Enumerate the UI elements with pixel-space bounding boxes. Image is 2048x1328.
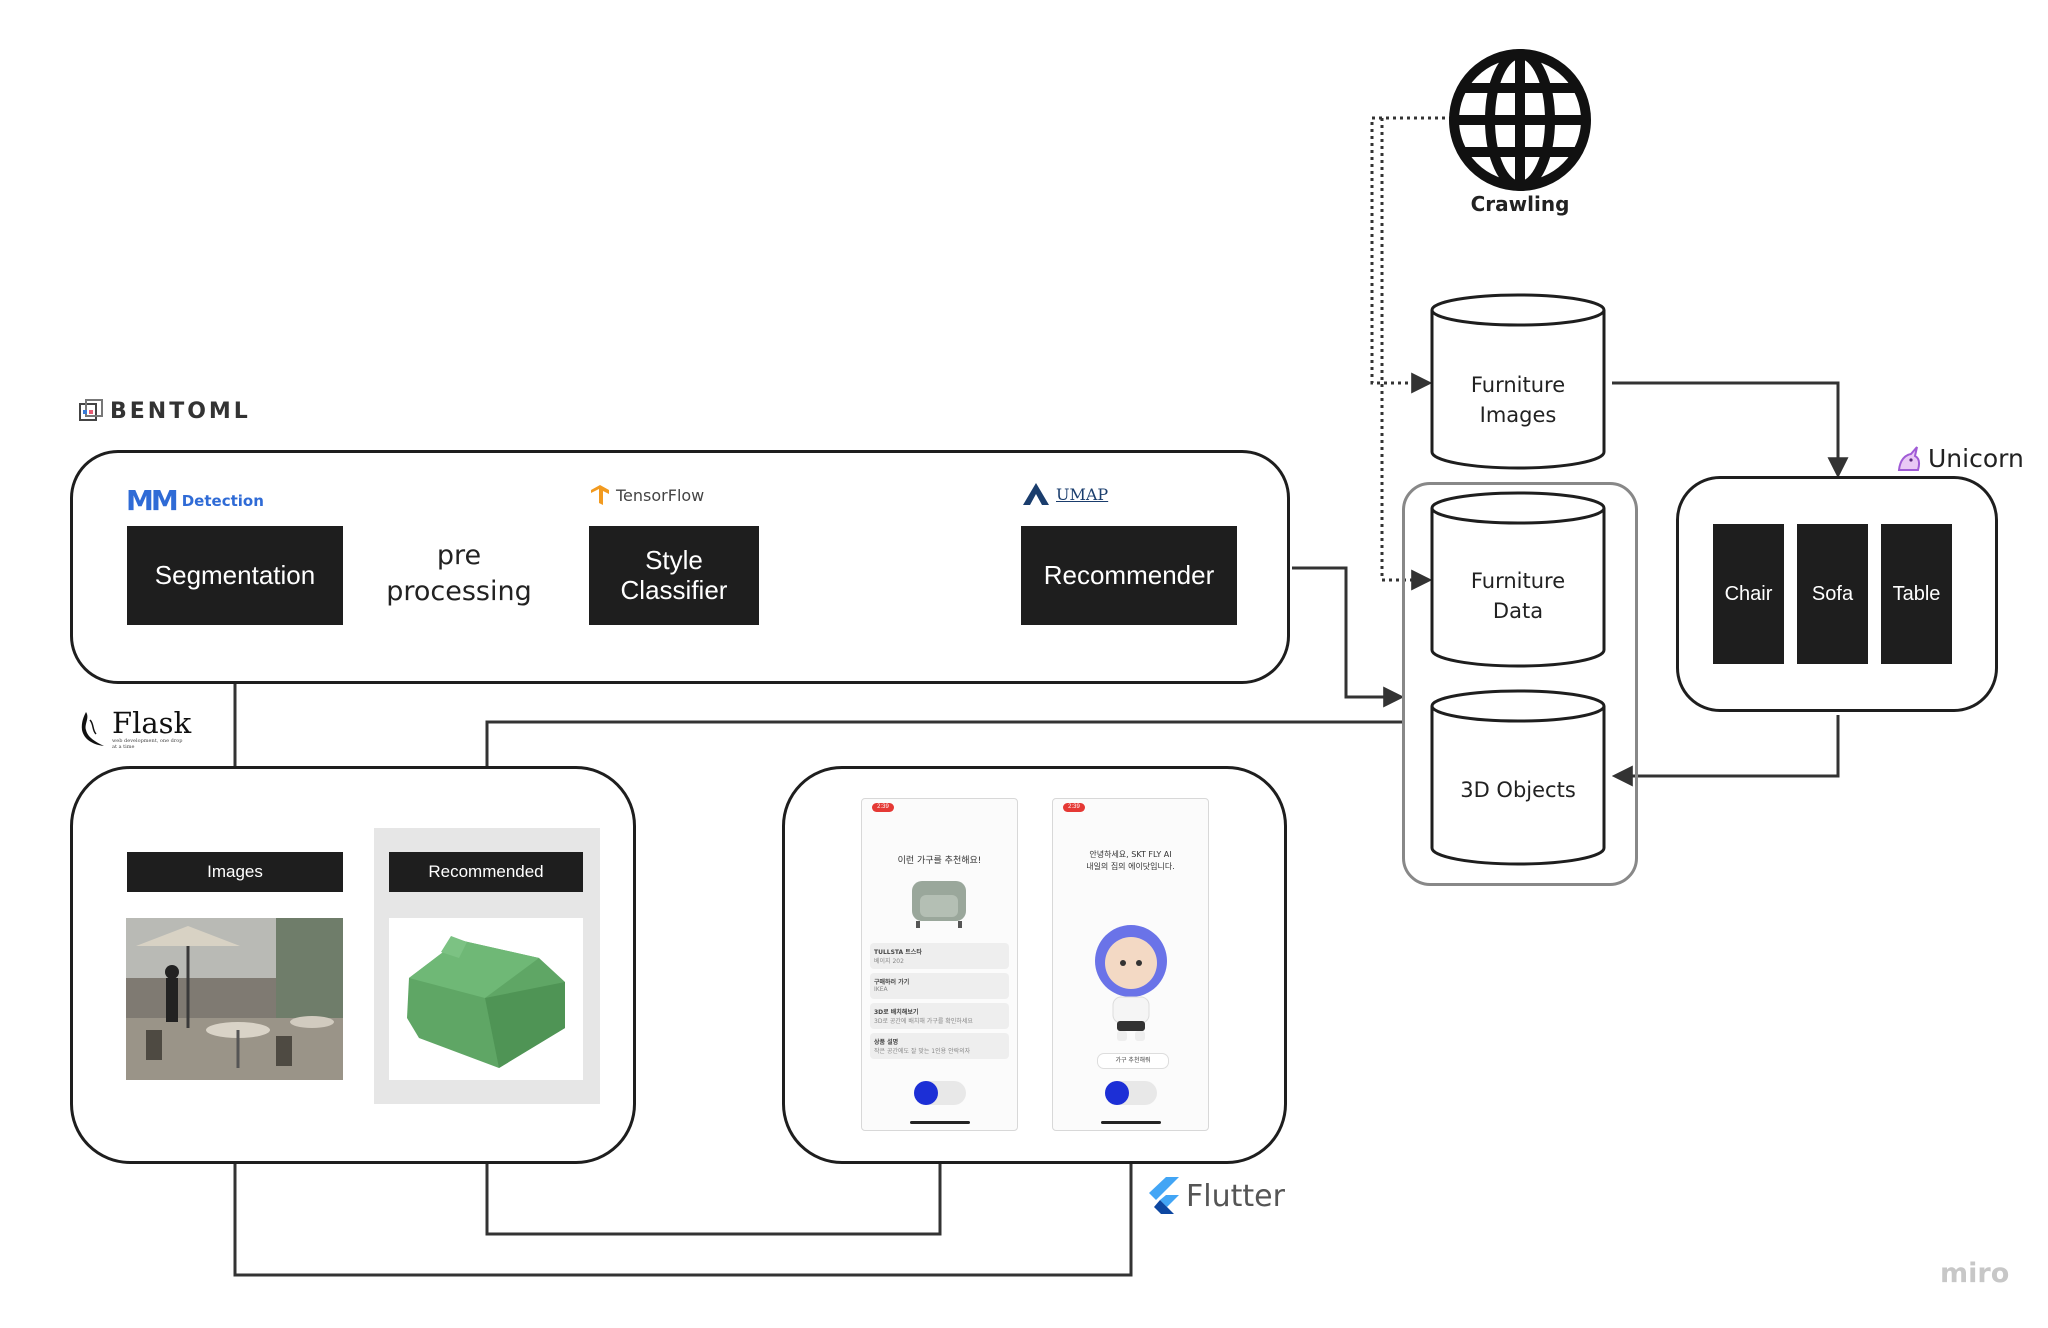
preprocessing-line2: processing <box>386 576 532 607</box>
furniture-data-cylinder <box>1430 491 1606 668</box>
3d-objects-label: 3D Objects <box>1460 778 1576 802</box>
item-3-sub: 3D로 공간에 배치해 가구를 확인하세요 <box>874 1018 973 1025</box>
crawl-to-data-line <box>1380 118 1433 591</box>
item-2-title: 구매하러 가기 <box>874 979 910 986</box>
item-1-title: TULLSTA 트스타 <box>874 949 922 956</box>
unicorn-to-3d-arrow <box>1611 715 1840 787</box>
item-2-sub: IKEA <box>874 986 888 993</box>
miro-watermark: miro <box>1940 1258 2010 1289</box>
images-header: Images <box>127 852 343 892</box>
tensorflow-logo-icon <box>591 485 609 505</box>
left-phone-item-1[interactable]: TULLSTA 트스타 베이지 202 <box>870 943 1009 969</box>
item-1-sub: 베이지 202 <box>874 958 904 965</box>
right-phone-home-bar <box>1101 1121 1161 1124</box>
recommended-to-phone-arrow <box>485 1104 951 1236</box>
flask-text-group: Flask web development, one drop at a tim… <box>112 708 191 750</box>
flutter-app-box <box>782 766 1287 1164</box>
mmdetection-logo-icon: MM <box>126 484 179 517</box>
phone-to-images-arrow <box>224 1078 1133 1277</box>
crawling-label: Crawling <box>1470 192 1570 216</box>
phone-recommendation-screen: 2:39 이런 가구를 추천해요! TULLSTA 트스타 베이지 202 구매… <box>861 798 1018 1131</box>
input-room-photo <box>126 918 343 1080</box>
category-sofa: Sofa <box>1797 524 1868 664</box>
left-phone-item-4[interactable]: 상품 설명 작은 공간에도 잘 맞는 1인용 안락의자 <box>870 1033 1009 1059</box>
armchair-image <box>912 881 966 928</box>
left-phone-time-badge: 2:39 <box>872 803 894 812</box>
furniture-images-line1: Furniture <box>1470 373 1566 397</box>
furniture-data-line2: Data <box>1492 599 1544 623</box>
unicorn-label: Unicorn <box>1928 444 2024 473</box>
flask-tagline: web development, one drop at a time <box>112 738 183 750</box>
data-store-group <box>1402 482 1638 886</box>
flask-label: Flask <box>112 706 192 740</box>
recommender-label: Recommender <box>1043 559 1215 590</box>
left-phone-item-2[interactable]: 구매하러 가기 IKEA <box>870 973 1009 999</box>
left-phone-heading: 이런 가구를 추천해요! <box>897 856 982 866</box>
preprocessing-label: pre processing <box>380 538 538 610</box>
phone-assistant-screen: 2:39 안녕하세요, SKT FLY AI 내일의 집의 에이닷입니다. 가구… <box>1052 798 1209 1131</box>
item-4-title: 상품 설명 <box>874 1039 899 1046</box>
category-sofa-label: Sofa <box>1811 582 1854 605</box>
recommender-block: Recommender <box>1021 526 1237 625</box>
bentoml-label: BENTOML <box>110 398 251 424</box>
flutter-label: Flutter <box>1186 1178 1285 1214</box>
flutter-brand: Flutter <box>1146 1176 1285 1216</box>
tensorflow-label: TensorFlow <box>616 485 705 505</box>
style-classifier-line1: Style <box>645 544 703 575</box>
assistant-character-image <box>1095 925 1167 1041</box>
style-classifier-line2: Classifier <box>620 574 728 605</box>
category-chair: Chair <box>1713 524 1784 664</box>
unicorn-brand: Unicorn <box>1896 444 2024 473</box>
recommended-header: Recommended <box>389 852 583 892</box>
tensorflow-brand: TensorFlow <box>590 484 704 506</box>
bentoml-logo-icon <box>79 399 103 421</box>
furniture-images-label: Furniture Images <box>1428 370 1608 430</box>
umap-brand: UMAP <box>1022 482 1108 506</box>
category-chair-label: Chair <box>1724 582 1773 605</box>
unicorn-icon <box>1897 445 1920 471</box>
segmentation-label: Segmentation <box>154 559 316 590</box>
umap-logo-icon <box>1023 483 1049 505</box>
style-classifier-block: Style Classifier <box>589 526 759 625</box>
left-phone-item-3[interactable]: 3D로 배치해보기 3D로 공간에 배치해 가구를 확인하세요 <box>870 1003 1009 1029</box>
left-phone-home-bar <box>910 1121 970 1124</box>
category-table-label: Table <box>1892 582 1941 605</box>
mmdetection-label: Detection <box>181 491 264 510</box>
item-4-sub: 작은 공간에도 잘 맞는 1인용 안락의자 <box>874 1048 971 1055</box>
globe-icon <box>1449 49 1591 191</box>
flutter-logo-icon <box>1149 1177 1179 1214</box>
segmentation-block: Segmentation <box>127 526 343 625</box>
furniture-images-cylinder <box>1430 293 1606 470</box>
bentoml-brand: BENTOML <box>78 398 251 424</box>
3d-objects-cylinder <box>1430 689 1606 866</box>
mic-icon[interactable] <box>914 1081 938 1105</box>
furniture-images-line2: Images <box>1479 403 1557 427</box>
recommended-sofa-render <box>407 936 565 1068</box>
flask-brand: Flask web development, one drop at a tim… <box>80 708 191 750</box>
furniture-data-line1: Furniture <box>1470 569 1566 593</box>
umap-label: UMAP <box>1056 484 1109 504</box>
item-3-title: 3D로 배치해보기 <box>874 1009 919 1016</box>
mmdetection-brand: MM Detection <box>126 484 264 517</box>
preprocessing-line1: pre <box>436 540 482 571</box>
images-to-unicorn-arrow <box>1612 381 1849 479</box>
crawl-to-images-line <box>1370 116 1452 394</box>
images-header-label: Images <box>207 862 263 882</box>
right-phone-heading-1: 안녕하세요, SKT FLY AI <box>1089 850 1172 859</box>
furniture-data-label: Furniture Data <box>1428 566 1608 626</box>
flask-logo-icon <box>81 712 104 746</box>
mic-icon[interactable] <box>1105 1081 1129 1105</box>
right-phone-time-badge: 2:39 <box>1063 803 1085 812</box>
recommender-to-store-arrow <box>1292 566 1405 708</box>
right-phone-heading-2: 내일의 집의 에이닷입니다. <box>1086 862 1175 871</box>
recommended-header-label: Recommended <box>428 862 544 882</box>
category-table: Table <box>1881 524 1952 664</box>
right-phone-suggestion-chip[interactable]: 가구 추천해줘 <box>1097 1053 1169 1069</box>
